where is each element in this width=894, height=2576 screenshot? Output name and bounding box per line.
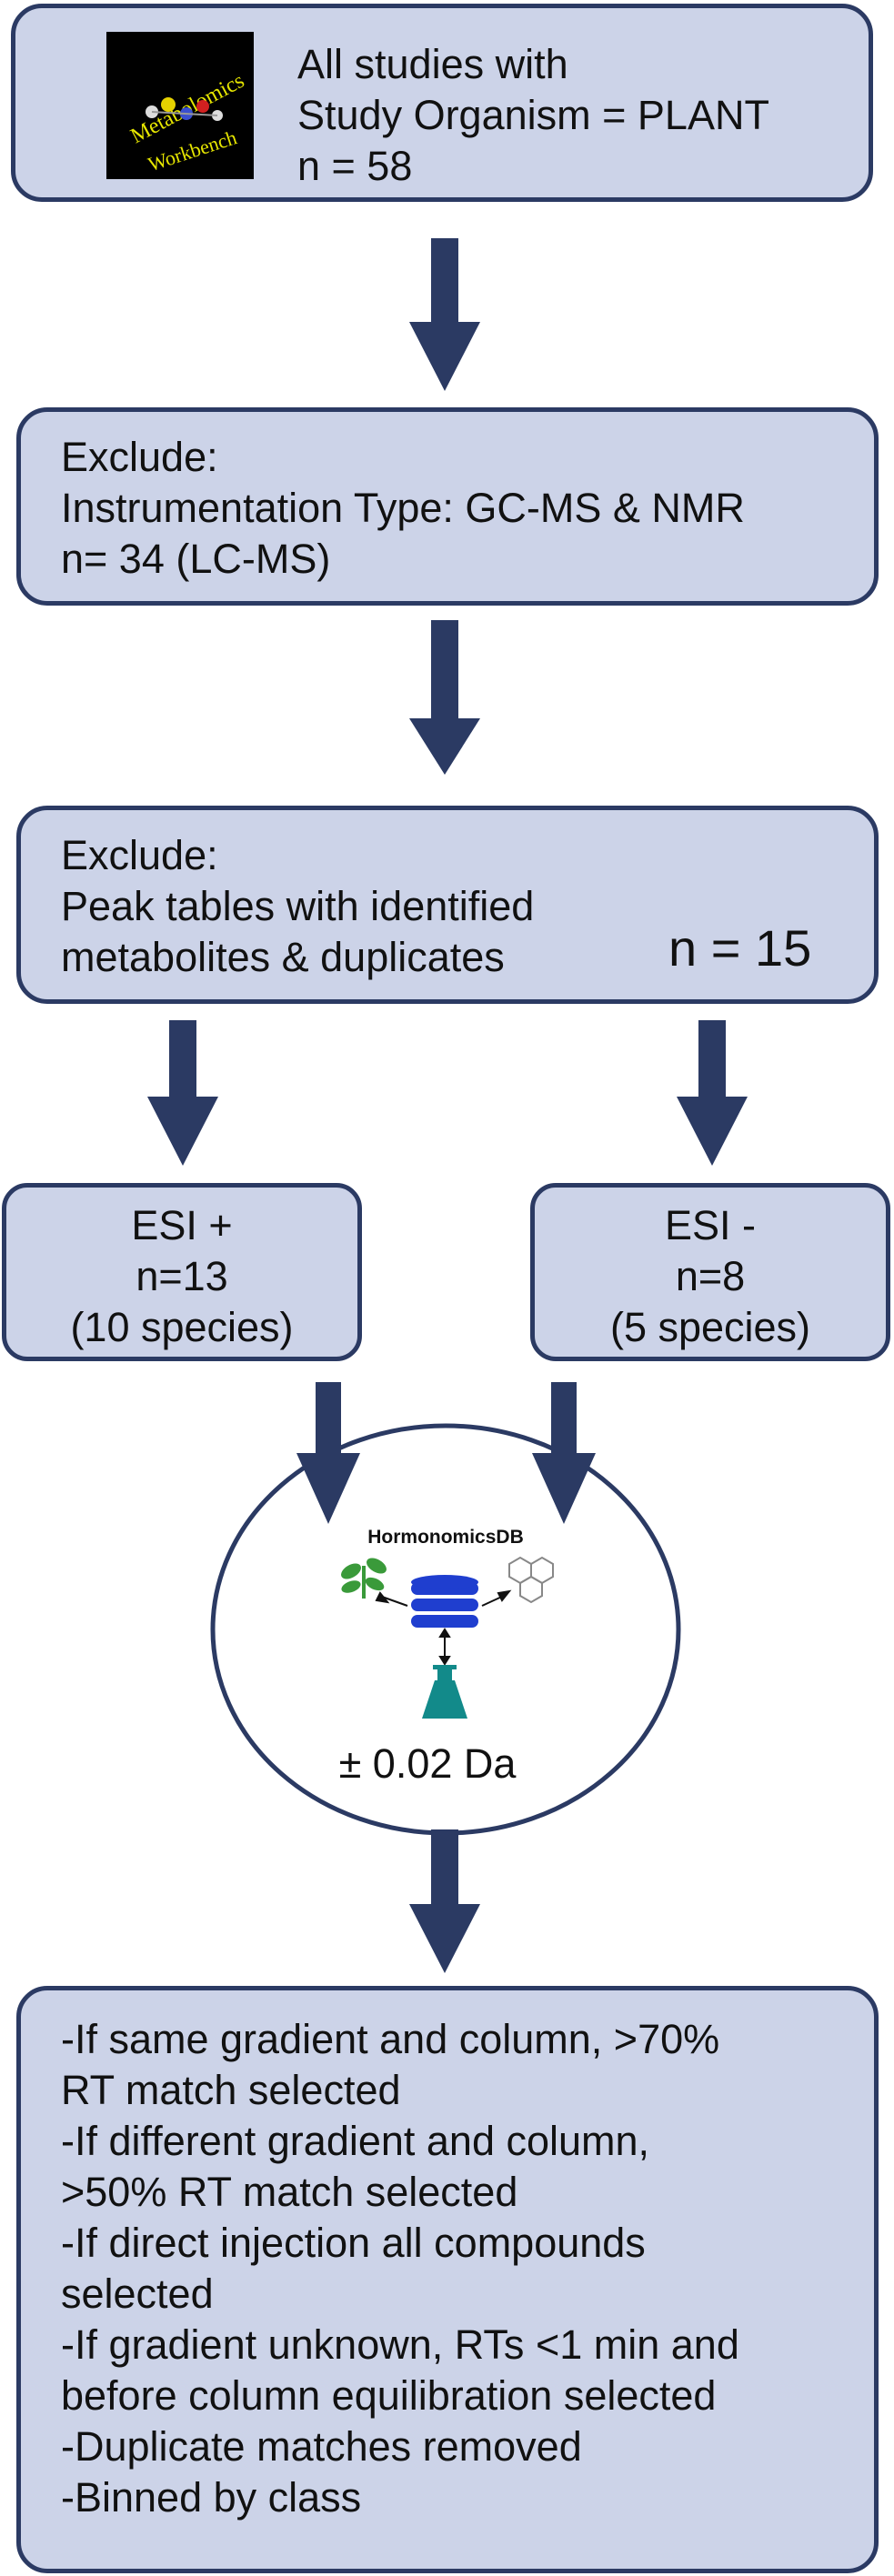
esi-pos-line-3: (10 species) bbox=[70, 1304, 294, 1350]
esi-neg-text: ESI - n=8 (5 species) bbox=[535, 1200, 886, 1353]
arrow-esi-negative-to-database bbox=[532, 1382, 596, 1524]
arrow-box1-to-box2 bbox=[409, 238, 480, 391]
arrow-esi-positive-to-database bbox=[296, 1382, 360, 1524]
database-connectors bbox=[375, 1589, 512, 1666]
final-line-7: -If gradient unknown, RTs <1 min and bbox=[61, 2321, 739, 2368]
final-line-5: -If direct injection all compounds bbox=[61, 2220, 646, 2266]
final-line-2: RT match selected bbox=[61, 2067, 401, 2113]
box2-line-2: Instrumentation Type: GC-MS & NMR bbox=[61, 485, 745, 531]
flask-icon bbox=[422, 1665, 467, 1719]
box3-line-1: Exclude: bbox=[61, 832, 218, 878]
box-selection-criteria: -If same gradient and column, >70% RT ma… bbox=[16, 1986, 879, 2573]
molecule-icon bbox=[508, 1556, 554, 1604]
logo-graphic: Metabolomics Workbench bbox=[127, 69, 248, 175]
box-esi-negative: ESI - n=8 (5 species) bbox=[530, 1183, 890, 1361]
esi-neg-line-3: (5 species) bbox=[609, 1304, 811, 1350]
box3-line-2: Peak tables with identified bbox=[61, 883, 535, 929]
esi-neg-line-1: ESI - bbox=[664, 1202, 757, 1248]
final-line-8: before column equilibration selected bbox=[61, 2372, 717, 2419]
box2-text: Exclude: Instrumentation Type: GC-MS & N… bbox=[61, 432, 745, 585]
box-esi-positive: ESI + n=13 (10 species) bbox=[2, 1183, 362, 1361]
metabolomics-workbench-logo: Metabolomics Workbench bbox=[106, 32, 254, 179]
box1-line-3: n = 58 bbox=[297, 143, 413, 189]
box3-count: n = 15 bbox=[668, 919, 812, 977]
box-peak-tables: Exclude: Peak tables with identified met… bbox=[16, 806, 879, 1004]
database-label: HormonomicsDB bbox=[367, 1527, 524, 1548]
final-line-4: >50% RT match selected bbox=[61, 2169, 518, 2215]
box1-line-2: Study Organism = PLANT bbox=[297, 92, 769, 138]
final-line-6: selected bbox=[61, 2270, 214, 2317]
esi-pos-text: ESI + n=13 (10 species) bbox=[6, 1200, 357, 1353]
final-line-10: -Binned by class bbox=[61, 2474, 362, 2521]
box3-line-3: metabolites & duplicates bbox=[61, 934, 505, 980]
final-line-1: -If same gradient and column, >70% bbox=[61, 2016, 720, 2062]
esi-neg-line-2: n=8 bbox=[675, 1253, 746, 1299]
esi-pos-line-1: ESI + bbox=[131, 1202, 233, 1248]
final-line-3: -If different gradient and column, bbox=[61, 2118, 650, 2164]
box1-text: All studies with Study Organism = PLANT … bbox=[297, 39, 769, 192]
arrow-box2-to-box3 bbox=[409, 620, 480, 775]
arrow-box3-to-esi-negative bbox=[677, 1020, 748, 1166]
database-icon bbox=[411, 1575, 478, 1628]
box1-line-1: All studies with bbox=[297, 41, 568, 87]
box3-text: Exclude: Peak tables with identified met… bbox=[61, 830, 534, 983]
box2-line-1: Exclude: bbox=[61, 434, 218, 480]
final-text: -If same gradient and column, >70% RT ma… bbox=[61, 2014, 739, 2523]
final-line-9: -Duplicate matches removed bbox=[61, 2423, 582, 2470]
box2-line-3: n= 34 (LC-MS) bbox=[61, 536, 331, 582]
box-instrumentation: Exclude: Instrumentation Type: GC-MS & N… bbox=[16, 407, 879, 606]
arrow-box3-to-esi-positive bbox=[147, 1020, 218, 1166]
esi-pos-line-2: n=13 bbox=[136, 1253, 228, 1299]
plant-icon bbox=[341, 1558, 387, 1599]
mass-tolerance: ± 0.02 Da bbox=[339, 1740, 517, 1787]
arrow-database-to-criteria bbox=[409, 1829, 480, 1973]
box-all-studies: Metabolomics Workbench All studies with … bbox=[11, 4, 873, 202]
